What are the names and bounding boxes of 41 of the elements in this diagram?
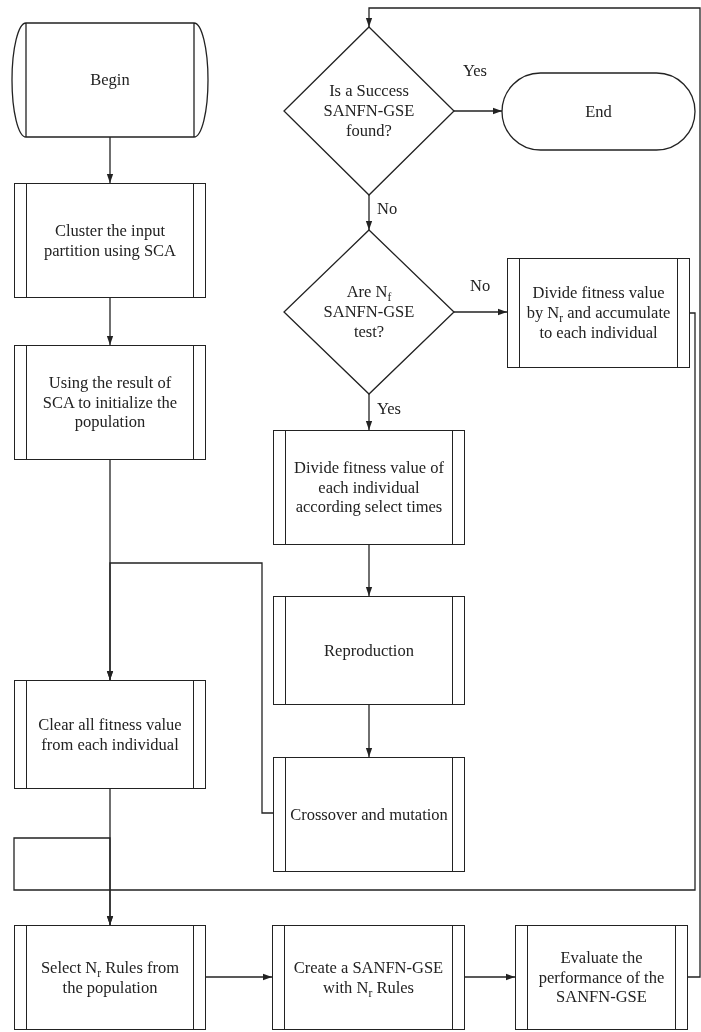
node-text: Clear all fitness value from each individual [37,714,183,755]
node-text: Create a SANFN-GSE with N$_{r}$ Rules [292,957,445,998]
end-terminal [502,73,695,150]
process-box [273,430,465,545]
arrow [205,973,273,981]
process-box [272,925,465,1030]
process-box [14,183,206,298]
decision-diamond [284,230,454,394]
node-text: Cluster the input partition using SCA [43,220,177,261]
node-text: Evaluate the performance of the SANFN-GSE [537,947,666,1008]
arrow [365,194,373,231]
process-box [14,345,206,460]
process-box [507,258,690,368]
arrow [106,788,114,926]
process-box [273,596,465,705]
node-text: Reproduction [324,640,414,661]
node-text: Is a Success SANFN-GSE found? [322,81,416,141]
node-text: Using the result of SCA to initialize the population [41,372,179,433]
arrow [106,136,114,184]
arrow [106,297,114,346]
arrow [365,7,701,978]
arrow [453,308,508,316]
node-text: Divide fitness value of each individual according select times [293,457,445,518]
node-text: Divide fitness value by N$_{r}$ and accumulate to each individual [525,283,672,343]
node-text: End [585,101,612,122]
process-box [14,925,206,1030]
arrow [106,562,274,814]
node-text: Are N$_{f}$ SANFN-GSE test? [322,282,416,342]
arrow [453,107,503,115]
node-text: Begin [90,70,130,90]
process-box [14,680,206,789]
arrow [365,544,373,597]
process-box [273,757,465,872]
arrow [464,973,516,981]
arrow [365,393,373,431]
node-text: Crossover and mutation [290,804,448,825]
arrow [365,704,373,758]
node-text: Select N$_{r}$ Rules from the population [39,957,181,998]
process-box [515,925,688,1030]
start-terminal [14,23,206,137]
decision-diamond [284,27,454,195]
